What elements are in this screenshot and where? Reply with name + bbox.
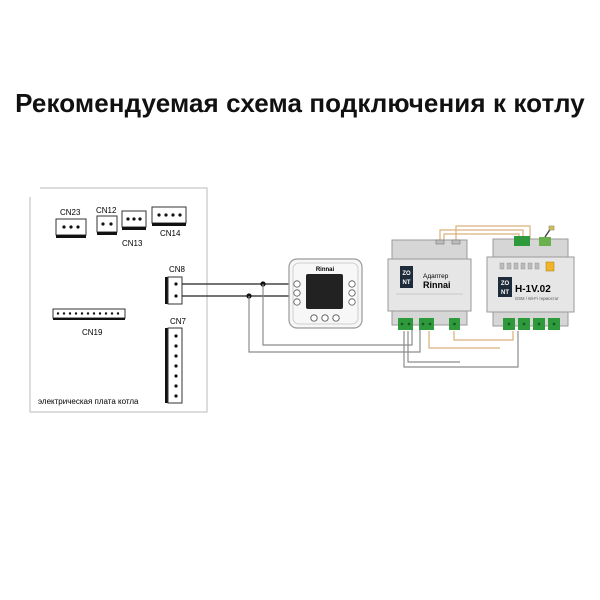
cn14-connector: [151, 206, 187, 226]
zont-rinnai-adapter: ZO NT Адаптер Rinnai: [387, 239, 472, 330]
controller-indicator: [545, 261, 555, 272]
controller-logo-top: ZO: [501, 281, 510, 287]
thermostat-right-buttons: [348, 280, 356, 306]
cn19-connector: [52, 308, 126, 320]
boiler-board: CN23 CN12 CN13 CN14 CN8: [29, 187, 208, 413]
adapter-logo-block: [400, 266, 413, 288]
adapter-logo-bottom: NT: [403, 280, 411, 286]
thermostat-display: [306, 274, 343, 309]
adapter-label-1: Адаптер: [423, 273, 449, 280]
controller-logo-block: [498, 277, 512, 297]
controller-led-row: [499, 262, 540, 270]
cn13-connector: [121, 210, 147, 230]
adapter-logo-top: ZO: [402, 271, 411, 277]
cn8-label: CN8: [169, 265, 186, 274]
cn7-label: CN7: [170, 317, 187, 326]
adapter-label-2: Rinnai: [423, 280, 451, 290]
zont-h1v02-controller: ZO NT H-1V.02 GSM / Wi-Fi термостат: [486, 225, 575, 330]
cn13-label: CN13: [122, 239, 143, 248]
thermostat-left-buttons: [293, 280, 301, 306]
rinnai-thermostat: Rinnai: [288, 258, 363, 329]
cn7-connector: [165, 327, 183, 404]
thermostat-bottom-buttons: [310, 314, 340, 322]
board-label: электрическая плата котла: [38, 397, 139, 406]
cn19-label: CN19: [82, 328, 103, 337]
page-title: Рекомендуемая схема подключения к котлу: [15, 88, 585, 118]
controller-logo-bottom: NT: [501, 290, 509, 296]
cn12-connector: [96, 215, 118, 235]
cn14-label: CN14: [160, 229, 181, 238]
thermostat-brand: Rinnai: [316, 267, 335, 273]
cn12-label: CN12: [96, 206, 117, 215]
cn23-connector: [55, 218, 87, 238]
controller-top-terminals: [514, 225, 555, 246]
controller-subtitle: GSM / Wi-Fi термостат: [515, 296, 559, 301]
controller-model: H-1V.02: [515, 284, 551, 295]
wiring: [182, 225, 531, 368]
cn23-label: CN23: [60, 208, 81, 217]
adapter-top-terminals: [435, 239, 461, 245]
cn8-connector: [165, 276, 183, 305]
